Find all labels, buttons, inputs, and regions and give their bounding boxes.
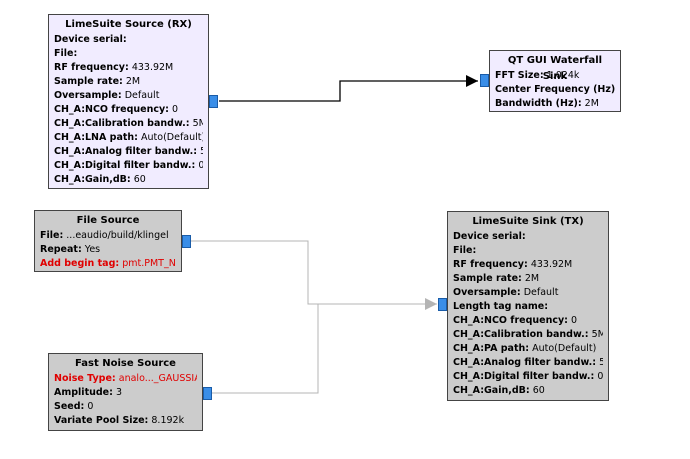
param-nco-frequency: CH_A:NCO frequency: 0 xyxy=(453,315,578,326)
connection-file-to-tx[interactable] xyxy=(191,240,437,305)
param-device-serial: Device serial: xyxy=(453,231,526,242)
param-fft-size: FFT Size: 1.024k xyxy=(495,70,580,81)
block-title: LimeSuite Source (RX) xyxy=(65,19,192,30)
connection-rx-to-waterfall[interactable] xyxy=(219,80,478,102)
block-title: Fast Noise Source xyxy=(75,358,176,369)
param-digital-filter-bandwidth: CH_A:Digital filter bandw.: 0 xyxy=(453,371,603,382)
arrowhead-waterfall xyxy=(466,75,478,87)
param-noise-type: Noise Type: analo..._GAUSSIAN xyxy=(54,373,197,384)
output-port-file[interactable] xyxy=(182,235,191,248)
param-gain-db: CH_A:Gain,dB: 60 xyxy=(54,174,146,185)
param-lna-path: CH_A:LNA path: Auto(Default) xyxy=(54,132,203,143)
param-add-begin-tag: Add begin tag: pmt.PMT_NIL xyxy=(40,258,176,269)
block-title: File Source xyxy=(76,215,140,226)
param-analog-filter-bandwidth: CH_A:Analog filter bandw.: 5M xyxy=(453,357,603,368)
param-nco-frequency: CH_A:NCO frequency: 0 xyxy=(54,104,179,115)
param-file: File: ...eaudio/build/klingel xyxy=(40,230,169,241)
param-bandwidth: Bandwidth (Hz): 2M xyxy=(495,98,599,109)
param-rf-frequency: RF frequency: 433.92M xyxy=(453,259,573,270)
param-sample-rate: Sample rate: 2M xyxy=(54,76,141,87)
block-qt-gui-waterfall-sink[interactable]: QT GUI Waterfall Sink FFT Size: 1.024k C… xyxy=(489,50,621,112)
param-sample-rate: Sample rate: 2M xyxy=(453,273,540,284)
param-gain-db: CH_A:Gain,dB: 60 xyxy=(453,385,545,396)
block-limesuite-source-rx[interactable]: LimeSuite Source (RX) Device serial: Fil… xyxy=(48,14,209,189)
param-calibration-bandwidth: CH_A:Calibration bandw.: 5M xyxy=(453,329,603,340)
block-title: LimeSuite Sink (TX) xyxy=(472,216,584,227)
param-rf-frequency: RF frequency: 433.92M xyxy=(54,62,174,73)
param-file: File: xyxy=(453,245,477,256)
param-oversample: Oversample: Default xyxy=(453,287,559,298)
output-port-noise[interactable] xyxy=(203,387,212,400)
param-device-serial: Device serial: xyxy=(54,34,127,45)
block-file-source[interactable]: File Source File: ...eaudio/build/klinge… xyxy=(34,210,182,272)
block-title: QT GUI Waterfall Sink xyxy=(507,55,603,82)
arrowhead-tx xyxy=(425,298,437,310)
param-variate-pool-size: Variate Pool Size: 8.192k xyxy=(54,415,185,426)
param-pa-path: CH_A:PA path: Auto(Default) xyxy=(453,343,597,354)
block-limesuite-sink-tx[interactable]: LimeSuite Sink (TX) Device serial: File:… xyxy=(447,211,609,401)
param-seed: Seed: 0 xyxy=(54,401,94,412)
param-repeat: Repeat: Yes xyxy=(40,244,101,255)
param-file: File: xyxy=(54,48,78,59)
param-analog-filter-bandwidth: CH_A:Analog filter bandw.: 5M xyxy=(54,146,203,157)
input-port-waterfall[interactable] xyxy=(480,74,489,87)
output-port-rx[interactable] xyxy=(209,95,218,108)
param-amplitude: Amplitude: 3 xyxy=(54,387,122,398)
param-digital-filter-bandwidth: CH_A:Digital filter bandw.: 0 xyxy=(54,160,203,171)
param-calibration-bandwidth: CH_A:Calibration bandw.: 5M xyxy=(54,118,203,129)
connection-noise-to-tx[interactable] xyxy=(212,304,319,394)
param-center-frequency: Center Frequency (Hz): 0 xyxy=(495,84,615,95)
block-fast-noise-source[interactable]: Fast Noise Source Noise Type: analo..._G… xyxy=(48,353,203,431)
input-port-tx[interactable] xyxy=(438,298,447,311)
param-length-tag-name: Length tag name: xyxy=(453,301,549,312)
param-oversample: Oversample: Default xyxy=(54,90,160,101)
